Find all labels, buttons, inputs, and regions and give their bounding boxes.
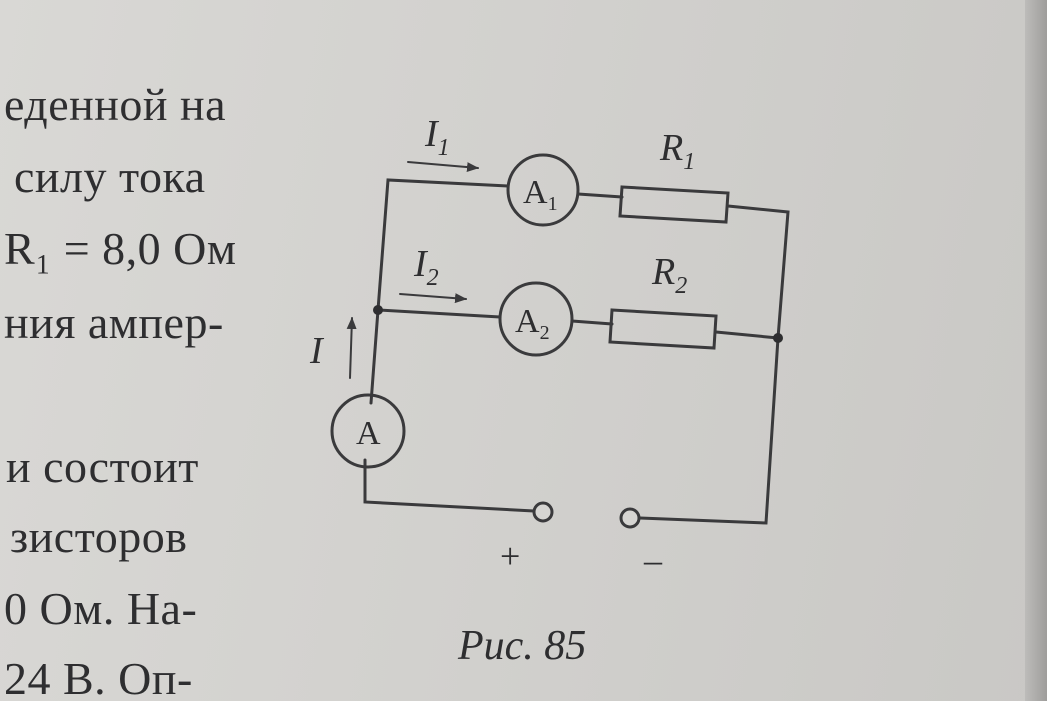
resistor-1: [618, 185, 730, 224]
label-ammeter-2: A2: [515, 303, 550, 344]
wire-top-right: [726, 204, 790, 340]
text-line-1: еденной на: [4, 79, 227, 130]
wire-right-down: [638, 336, 780, 525]
resistor-2: [608, 308, 718, 350]
junction-right: [773, 333, 783, 343]
terminal-minus: [619, 507, 641, 529]
text-line-4: ния ампер-: [4, 297, 224, 348]
text-line-8: 24 В. Оп-: [4, 653, 193, 701]
text-line-7: 0 Ом. На-: [4, 583, 198, 634]
label-r2: R2: [651, 251, 687, 299]
ammeter-main: [330, 393, 406, 469]
ammeter-2: [498, 281, 574, 357]
current-arrow-2: [399, 293, 467, 304]
current-arrow-total: [346, 317, 357, 379]
wire-mid-left: [376, 308, 502, 319]
wire-top-branch: [376, 178, 510, 312]
text-line-3: R₁ = 8,0 Ом: [4, 223, 237, 274]
text-line-2: силу тока: [14, 151, 206, 202]
label-plus: +: [500, 536, 520, 576]
wire-bottom-left: [363, 458, 536, 513]
wire-top-a1-r1: [576, 192, 624, 199]
page-edge: [1025, 0, 1047, 701]
junction-left: [373, 305, 383, 315]
label-i-total: I: [309, 330, 325, 372]
text-line-5: и состоит: [6, 441, 199, 492]
current-arrow-1: [407, 161, 479, 173]
wire-left-vertical: [369, 308, 380, 405]
label-ammeter-main: A: [356, 415, 381, 452]
ammeter-1: [506, 153, 580, 227]
figure-caption: Рис. 85: [458, 623, 587, 669]
text-line-6: зисторов: [10, 511, 188, 562]
label-minus: –: [643, 540, 663, 580]
terminal-plus: [532, 501, 554, 523]
label-r1: R1: [659, 127, 695, 175]
label-i2: I2: [413, 243, 439, 291]
wire-mid-a2-r2: [570, 319, 614, 326]
label-ammeter-1: A1: [523, 174, 558, 215]
label-i1: I1: [424, 113, 450, 161]
wire-mid-right: [714, 330, 780, 340]
